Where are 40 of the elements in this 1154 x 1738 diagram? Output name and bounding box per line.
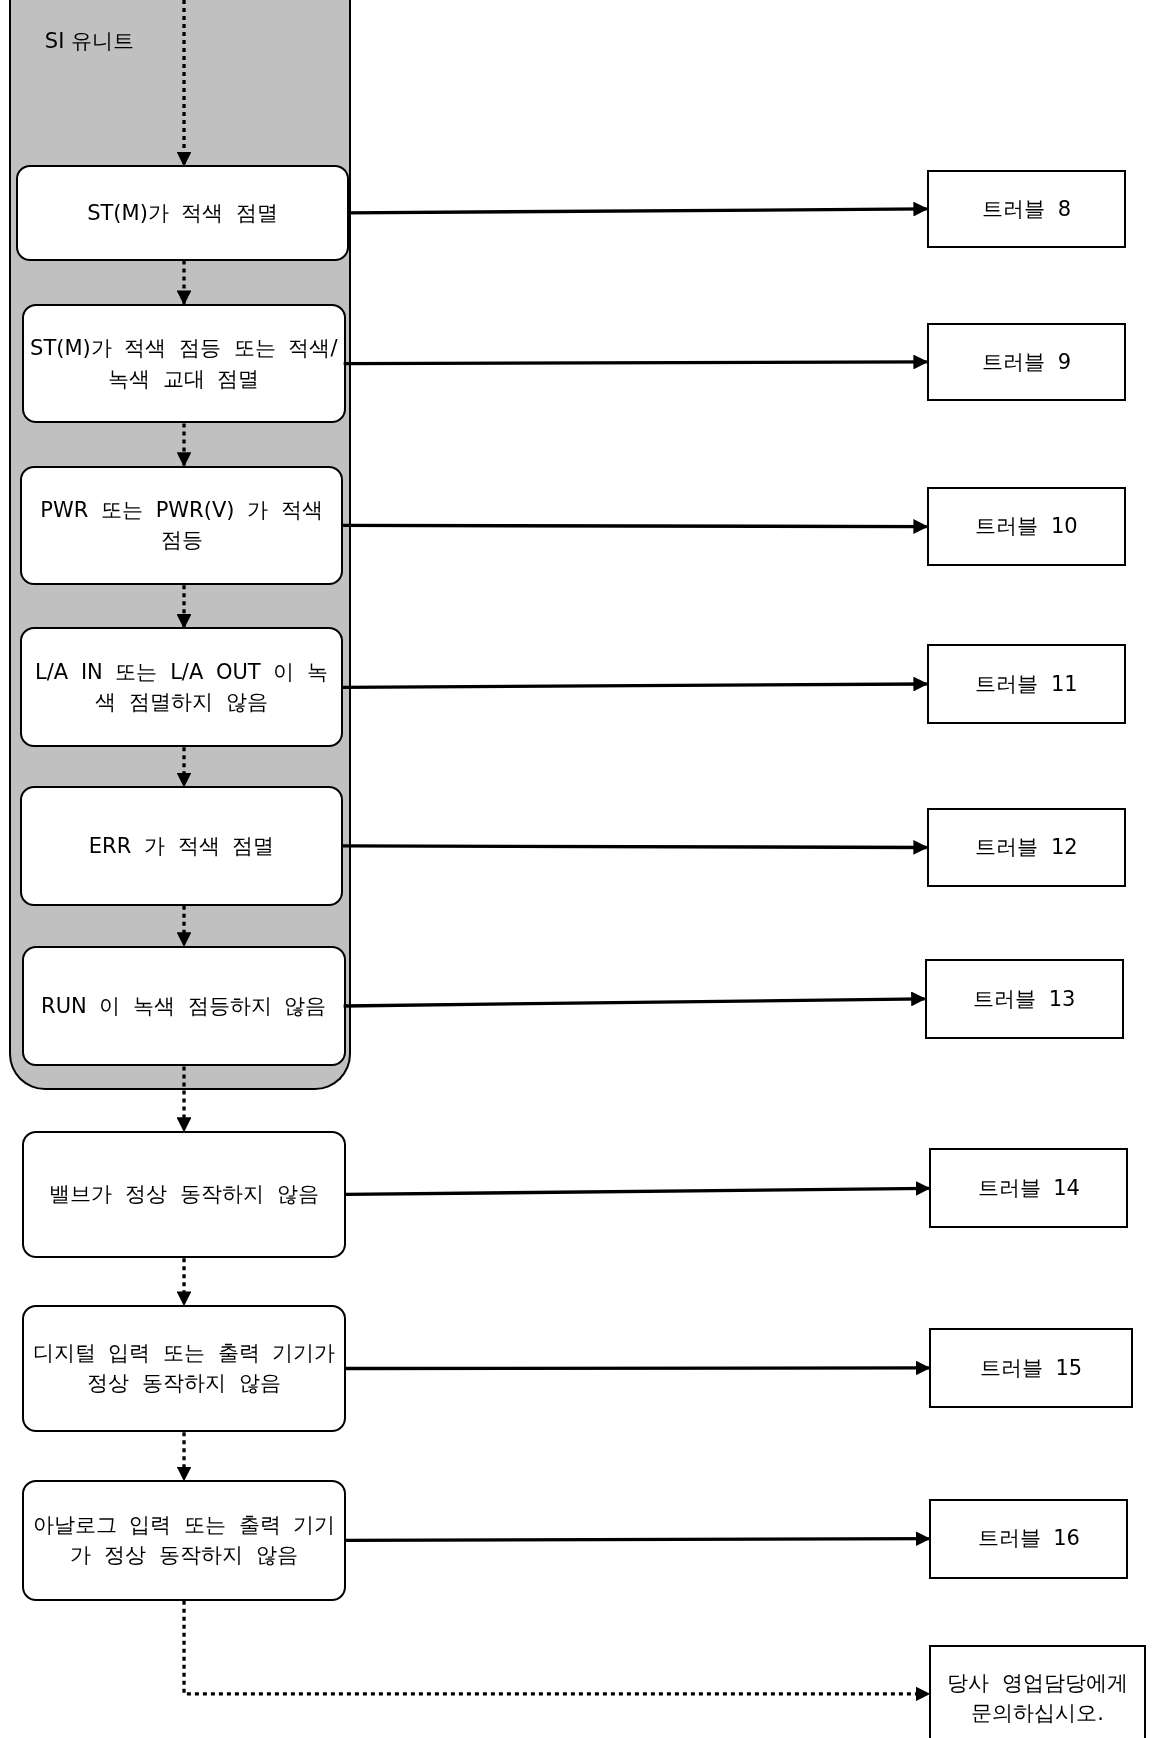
arrow — [345, 1181, 931, 1197]
arrow — [176, 1432, 192, 1482]
arrow — [176, 1066, 192, 1133]
step-box: ST(M)가 적색 점등 또는 적색/녹색 교대 점멸 — [21, 303, 346, 424]
arrow — [345, 1360, 931, 1376]
step-box: RUN 이 녹색 점등하지 않음 — [21, 945, 346, 1067]
arrow — [343, 991, 926, 1008]
result-box: 트러블 10 — [926, 486, 1127, 567]
result-box: 트러블 12 — [926, 808, 1127, 887]
arrow — [346, 201, 929, 217]
arrow — [176, 747, 192, 788]
result-box: 트러블 8 — [926, 169, 1127, 249]
result-box: 트러블 13 — [924, 958, 1125, 1039]
step-box: ERR 가 적색 점멸 — [19, 785, 344, 906]
arrow — [345, 1531, 931, 1547]
result-box: 트러블 11 — [926, 644, 1127, 724]
arrow — [176, 423, 192, 468]
arrow — [341, 519, 929, 534]
arrow — [341, 840, 929, 855]
unit-panel — [8, 0, 352, 1090]
arrow — [176, 905, 192, 948]
result-box: 트러블 9 — [926, 322, 1127, 402]
step-box: 밸브가 정상 동작하지 않음 — [22, 1130, 346, 1259]
arrow — [176, 0, 192, 167]
arrow — [176, 260, 192, 306]
step-box: L/A IN 또는 L/A OUT 이 녹색 점멸하지 않음 — [19, 627, 344, 748]
result-box: 트러블 16 — [928, 1498, 1129, 1579]
arrow — [176, 1258, 192, 1307]
arrow — [343, 354, 929, 370]
arrow — [341, 676, 929, 692]
step-box: 디지털 입력 또는 출력 기기가 정상 동작하지 않음 — [22, 1304, 346, 1433]
result-box: 당사 영업담당에게 문의하십시오. — [928, 1645, 1147, 1738]
arrow — [176, 585, 192, 629]
result-box: 트러블 15 — [928, 1328, 1133, 1408]
panel-label: SI 유니트 — [44, 27, 135, 55]
step-box: ST(M)가 적색 점멸 — [16, 165, 349, 261]
arrow — [182, 1600, 931, 1702]
result-box: 트러블 14 — [928, 1148, 1129, 1229]
step-box: PWR 또는 PWR(V) 가 적색 점등 — [19, 465, 344, 586]
step-box: 아날로그 입력 또는 출력 기기가 정상 동작하지 않음 — [22, 1479, 346, 1601]
